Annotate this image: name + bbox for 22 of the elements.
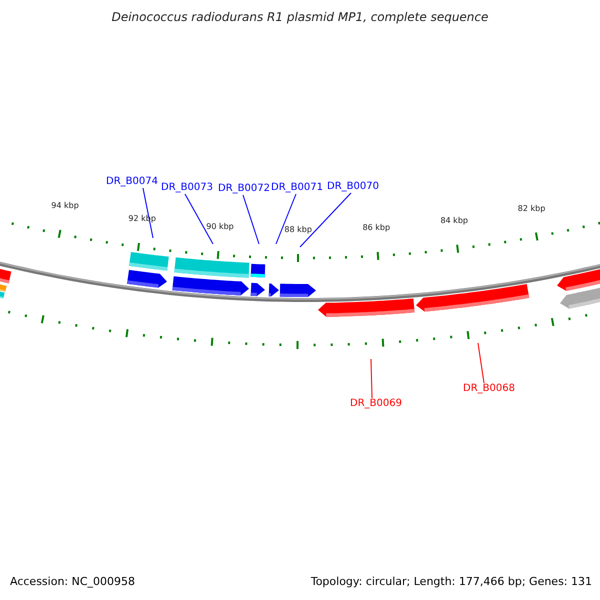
leader-line xyxy=(242,194,260,244)
gene-label: DR_B0070 xyxy=(327,181,379,193)
scale-label: 82 kbp xyxy=(518,203,546,215)
scale-label: 90 kbp xyxy=(206,221,234,234)
accession-text: Accession: NC_000958 xyxy=(10,576,136,588)
title: Deinococcus radiodurans R1 plasmid MP1, complete sequence xyxy=(110,11,490,23)
gene-label: DR_B0073 xyxy=(161,182,213,194)
summary-text: Topology: circular; Length: 177,466 bp; Genes: 131 xyxy=(310,576,592,588)
scale-label: 94 kbp xyxy=(51,200,79,212)
gene-label: DR_B0069 xyxy=(350,398,402,410)
scale-label: 86 kbp xyxy=(362,222,390,234)
gene-label: DR_B0068 xyxy=(463,383,515,395)
leader-line xyxy=(478,342,484,384)
leader-line xyxy=(276,194,296,244)
leader-line xyxy=(184,194,214,244)
scale-label: 88 kbp xyxy=(284,224,312,236)
gene-label: DR_B0071 xyxy=(271,182,323,194)
scale-label: 84 kbp xyxy=(440,214,468,227)
leader-line xyxy=(300,192,352,248)
gene-label: DR_B0074 xyxy=(106,176,158,188)
leader-line xyxy=(370,358,372,398)
gene-label: DR_B0072 xyxy=(218,183,270,195)
